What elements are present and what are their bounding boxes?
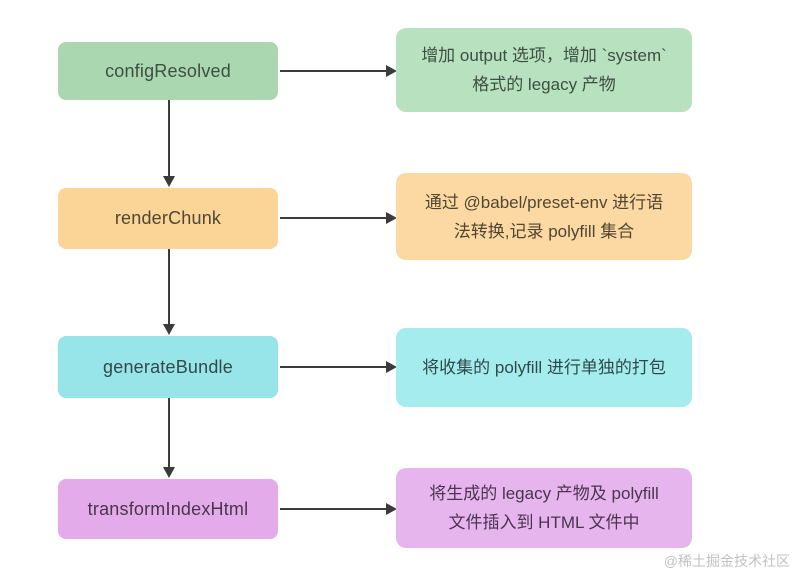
arrow-down-icon — [168, 398, 170, 467]
flow-desc-configResolved: 增加 output 选项，增加 `system` 格式的 legacy 产物 — [396, 28, 692, 112]
arrow-right-head-icon — [386, 65, 397, 77]
arrow-right-head-icon — [386, 212, 397, 224]
arrow-right-icon — [280, 366, 386, 368]
flow-desc-transformIndexHtml: 将生成的 legacy 产物及 polyfill 文件插入到 HTML 文件中 — [396, 468, 692, 548]
arrow-down-head-icon — [163, 176, 175, 187]
flow-desc-renderChunk: 通过 @babel/preset-env 进行语 法转换,记录 polyfill… — [396, 173, 692, 260]
desc-line: 将生成的 legacy 产物及 polyfill — [429, 484, 659, 503]
flow-node-label: configResolved — [105, 60, 231, 81]
desc-line: 增加 output 选项，增加 `system` — [421, 46, 667, 65]
arrow-down-icon — [168, 249, 170, 324]
desc-line: 法转换,记录 polyfill 集合 — [453, 221, 635, 241]
arrow-right-icon — [280, 508, 386, 510]
arrow-right-head-icon — [386, 503, 397, 515]
desc-line: 将收集的 polyfill 进行单独的打包 — [422, 358, 666, 377]
flow-node-generateBundle: generateBundle — [58, 336, 278, 398]
arrow-right-icon — [280, 70, 386, 72]
flow-desc-generateBundle: 将收集的 polyfill 进行单独的打包 — [396, 328, 692, 407]
flow-node-renderChunk: renderChunk — [58, 188, 278, 249]
flow-node-transformIndexHtml: transformIndexHtml — [58, 479, 278, 539]
arrow-right-icon — [280, 217, 386, 219]
arrow-down-icon — [168, 100, 170, 176]
watermark: @稀土掘金技术社区 — [663, 553, 790, 569]
desc-line: 文件插入到 HTML 文件中 — [448, 513, 640, 532]
flow-node-configResolved: configResolved — [58, 42, 278, 100]
arrow-down-head-icon — [163, 467, 175, 478]
flow-node-label: transformIndexHtml — [87, 498, 249, 519]
flow-node-label: renderChunk — [114, 208, 222, 228]
desc-line: 通过 @babel/preset-env 进行语 — [424, 192, 664, 212]
arrow-down-head-icon — [163, 324, 175, 335]
desc-line: 格式的 legacy 产物 — [472, 75, 616, 94]
arrow-right-head-icon — [386, 361, 397, 373]
flow-node-label: generateBundle — [103, 356, 233, 377]
